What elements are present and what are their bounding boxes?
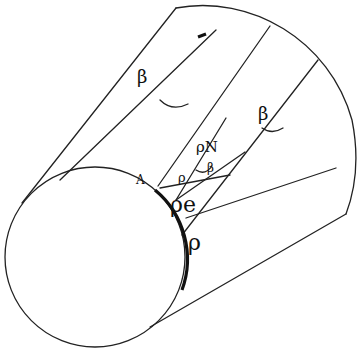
angle-label: ρN <box>196 140 218 155</box>
angle-label: β <box>258 105 268 123</box>
far-end-arc <box>176 6 356 214</box>
angle-label: ρ <box>178 171 186 184</box>
generator-line <box>158 26 270 186</box>
angle-label: ρ <box>188 232 201 254</box>
top-tangent <box>22 8 176 203</box>
ray-line <box>160 175 230 188</box>
normal-line <box>176 118 226 200</box>
angle-label: β <box>207 162 214 174</box>
generator-line <box>186 168 336 218</box>
generator-line <box>182 60 318 235</box>
bottom-tangent <box>150 214 346 327</box>
angle-arc <box>160 100 188 107</box>
generator-line <box>60 30 216 180</box>
angle-label: A <box>136 174 145 186</box>
tick-mark <box>198 34 206 37</box>
ray-line <box>176 152 245 200</box>
angle-label: ρe <box>170 194 196 216</box>
angle-label: β <box>137 68 147 86</box>
angle-arc <box>262 128 283 132</box>
